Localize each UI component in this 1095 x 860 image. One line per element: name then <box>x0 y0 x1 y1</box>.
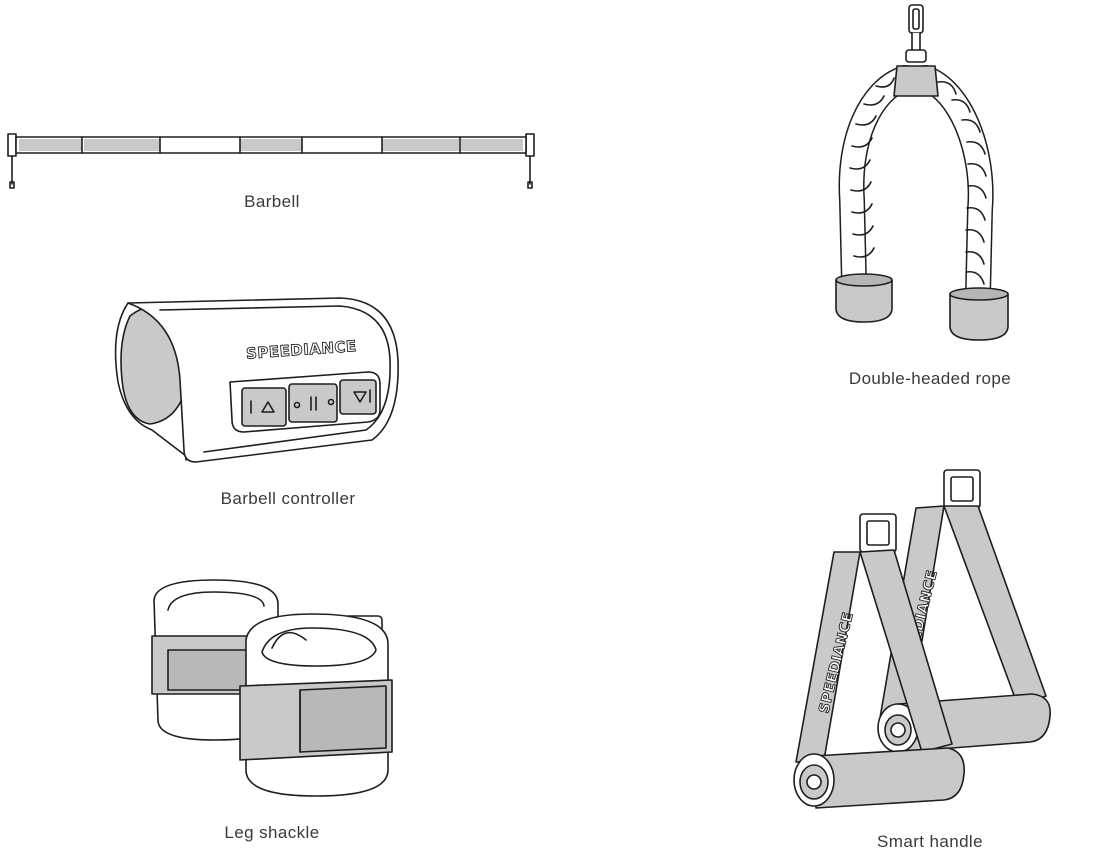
rope-drawing <box>835 4 1009 341</box>
handle-caption: Smart handle <box>877 832 983 851</box>
barbell-drawing <box>7 133 535 189</box>
handle-drawing: SPEEDIANCE SPEEDIANCE <box>793 469 1051 809</box>
shackle-caption: Leg shackle <box>224 823 320 842</box>
controller-caption: Barbell controller <box>220 489 356 508</box>
rope-caption: Double-headed rope <box>848 369 1012 388</box>
shackle-drawing <box>151 579 393 797</box>
barbell-caption: Barbell <box>244 192 300 211</box>
controller-drawing: SPEEDIANCE <box>114 297 399 463</box>
